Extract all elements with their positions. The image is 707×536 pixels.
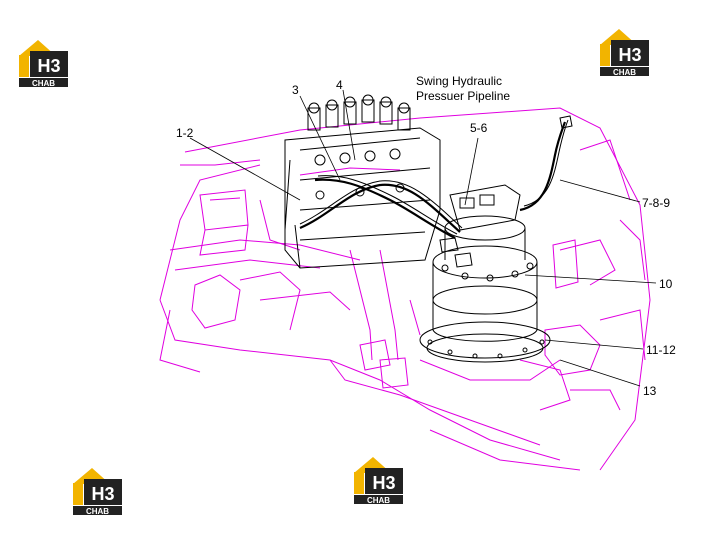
callout-1-2: 1-2 xyxy=(176,126,194,140)
hoses xyxy=(299,115,573,239)
diagram-title: Swing Hydraulic Pressuer Pipeline xyxy=(416,74,510,104)
title-line-1: Swing Hydraulic xyxy=(416,74,503,88)
logo-text: CHAB xyxy=(86,507,109,516)
title-line-2: Pressuer Pipeline xyxy=(416,89,511,103)
brand-logo: H3 CHAB xyxy=(351,455,409,505)
logo-text: CHAB xyxy=(32,79,55,88)
logo-mark: H3 xyxy=(618,45,641,65)
callout-5-6: 5-6 xyxy=(470,121,488,135)
brand-logo: H3 CHAB xyxy=(16,38,74,88)
brand-logo: H3 CHAB xyxy=(597,27,655,77)
logo-mark: H3 xyxy=(91,484,114,504)
control-valve xyxy=(284,94,441,269)
callout-13: 13 xyxy=(643,384,657,398)
callout-3: 3 xyxy=(292,83,299,97)
leader-lines xyxy=(189,89,657,387)
callout-4: 4 xyxy=(336,78,343,92)
logo-mark: H3 xyxy=(37,56,60,76)
swing-motor xyxy=(419,184,551,363)
callout-11-12: 11-12 xyxy=(646,343,676,357)
logo-mark: H3 xyxy=(372,473,395,493)
logo-text: CHAB xyxy=(613,68,636,77)
callout-7-8-9: 7-8-9 xyxy=(642,196,671,210)
callout-10: 10 xyxy=(659,277,673,291)
brand-logo: H3 CHAB xyxy=(70,466,128,516)
logo-text: CHAB xyxy=(367,496,390,505)
machine-frame xyxy=(159,107,651,471)
